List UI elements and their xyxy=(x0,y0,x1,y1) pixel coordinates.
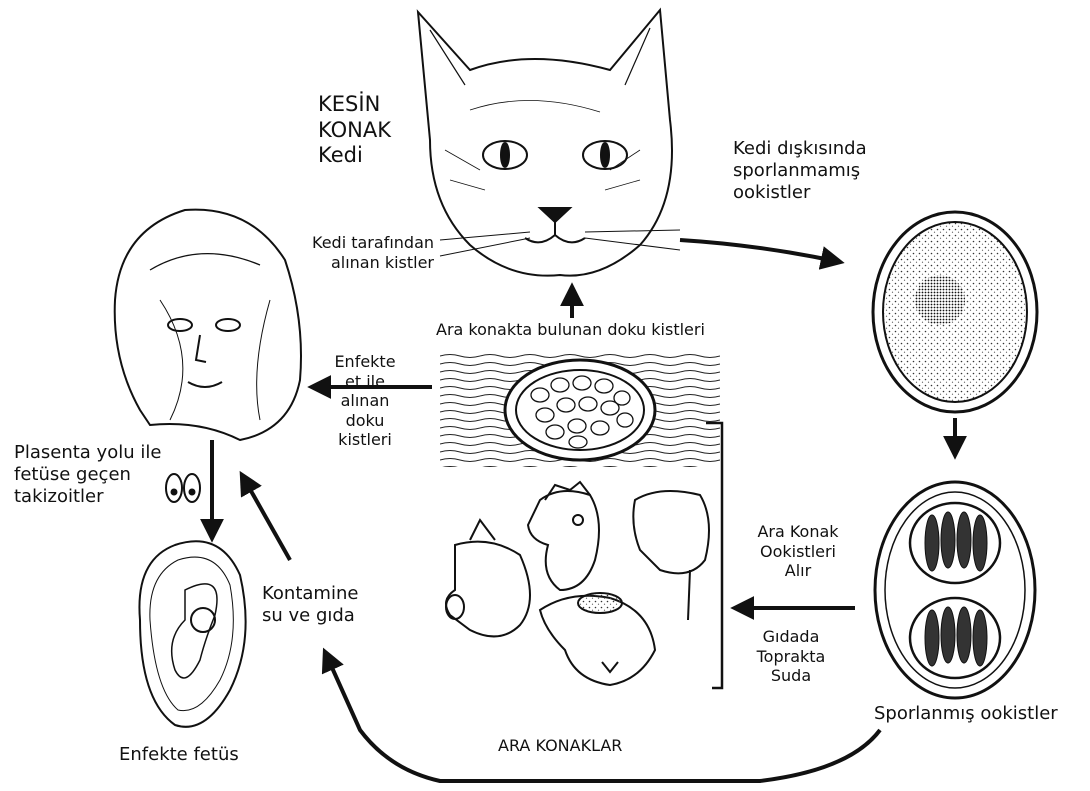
unsporulated-oocysts-label: Kedi dışkısında sporlanmamış ookistler xyxy=(733,138,867,204)
contaminated-food-label: Kontamine su ve gıda xyxy=(262,583,358,627)
infected-tissue-label: Enfekte et ile alınan doku kistleri xyxy=(330,352,400,450)
infected-fetus-label: Enfekte fetüs xyxy=(119,744,239,766)
tachyzoites-illustration xyxy=(166,474,200,502)
hosts-take-oocysts-label: Ara Konak Ookistleri Alır xyxy=(748,522,848,581)
fetus-illustration xyxy=(139,541,245,727)
cat-illustration xyxy=(418,10,680,276)
definitive-host-heading: KESİN KONAK Kedi xyxy=(318,92,391,169)
woman-illustration xyxy=(115,210,301,440)
tissue-cysts-label: Ara konakta bulunan doku kistleri xyxy=(436,320,705,340)
intermediate-hosts-illustration xyxy=(446,482,709,685)
arrow-food-to-human xyxy=(242,475,290,560)
tissue-cyst-illustration xyxy=(440,352,720,467)
sporulated-oocyst-illustration xyxy=(875,482,1035,698)
placenta-label: Plasenta yolu ile fetüse geçen takizoitl… xyxy=(14,442,161,508)
environment-label: Gıdada Toprakta Suda xyxy=(748,627,834,686)
intermediate-hosts-label: ARA KONAKLAR xyxy=(498,736,622,756)
arrow-cat-to-oocyst xyxy=(680,240,840,262)
sporulated-oocysts-label: Sporlanmış ookistler xyxy=(874,703,1058,725)
unsporulated-oocyst-illustration xyxy=(873,212,1037,412)
cat-ingests-cysts-label: Kedi tarafından alınan kistler xyxy=(312,233,434,272)
